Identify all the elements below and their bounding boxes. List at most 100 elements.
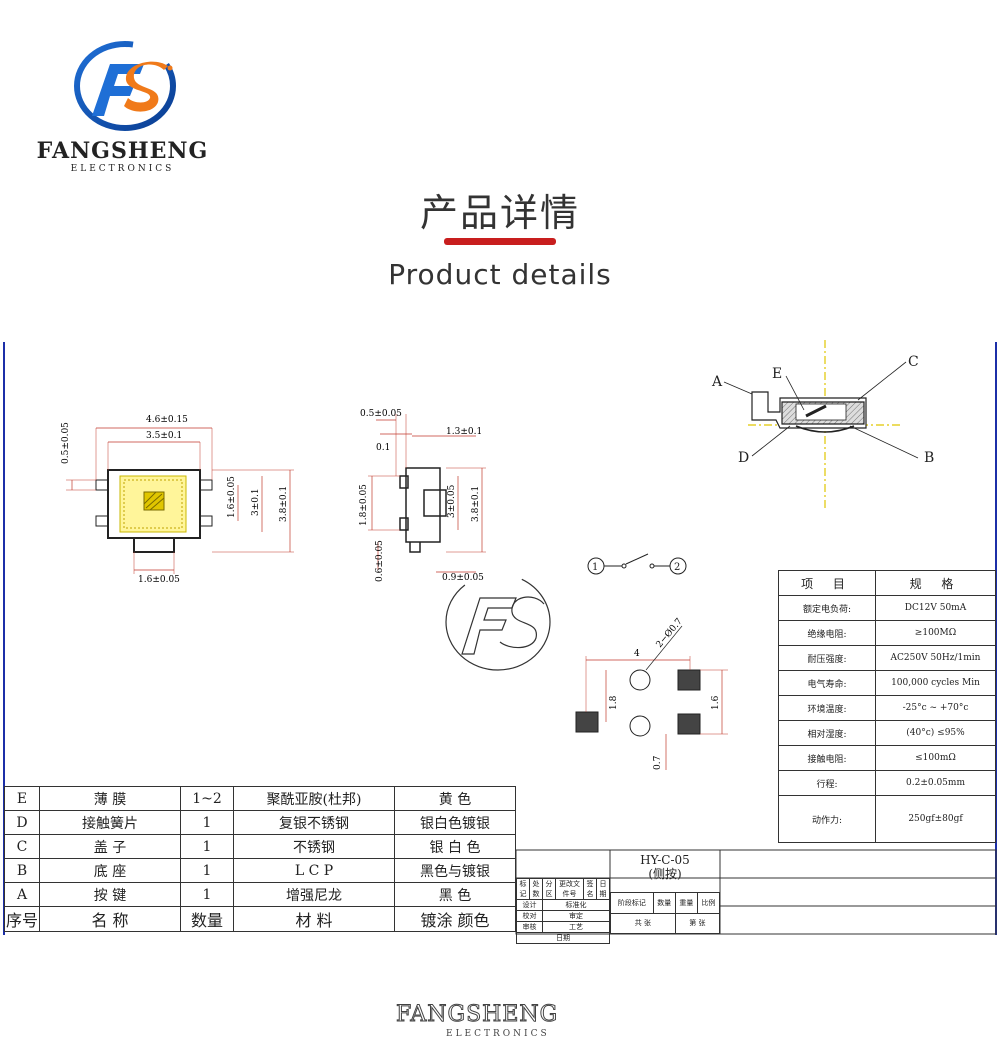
pcb-footprint-drawing <box>575 625 728 770</box>
bom-color: 银 白 色 <box>394 834 516 859</box>
bom-header-name: 名 称 <box>39 906 181 932</box>
spec-value: 250gf±80gf <box>875 795 996 843</box>
tb-cell: 标准化 <box>542 899 610 911</box>
spec-value: 100,000 cycles Min <box>875 670 996 696</box>
table-row: 相对湿度:(40°c) ≤95% <box>778 720 996 746</box>
bom-qty: 1 <box>180 882 234 907</box>
table-row: 额定电负荷:DC12V 50mA <box>778 595 996 621</box>
bom-name: 盖 子 <box>39 834 181 859</box>
bom-id: E <box>4 786 40 811</box>
brand-subtitle: ELECTRONICS <box>70 164 175 174</box>
table-row: 环境温度:-25°c ~ +70°c <box>778 695 996 721</box>
spec-value: ≤100mΩ <box>875 745 996 771</box>
spec-table: 项 目 规 格 额定电负荷:DC12V 50mA 绝缘电阻:≥100MΩ 耐压强… <box>778 570 996 843</box>
label-d: D <box>738 450 749 466</box>
dim-top-body-height: 3±0.1 <box>251 488 261 516</box>
dim-pcb-width: 4 <box>634 649 640 659</box>
side-view-drawing <box>368 414 486 573</box>
dim-top-pin-height: 0.5±0.05 <box>61 422 71 464</box>
technical-drawing-sheet: 4.6±0.15 3.5±0.1 0.5±0.05 1.6±0.05 3±0.1… <box>0 330 1000 1039</box>
bom-header-material: 材 料 <box>233 906 395 932</box>
title-block-stage-table: 阶段标记 数量 重量 比例 共 张第 张 <box>610 892 721 934</box>
title-block-sign-table: 标记处数分区更改文件号签名日期 设计标准化 校对审定 审核工艺 日期 <box>516 878 610 944</box>
bom-name: 按 键 <box>39 882 181 907</box>
spec-label: 行程: <box>778 770 876 796</box>
page-header: FANGSHENG ELECTRONICS 产品详情 Product detai… <box>0 0 1000 330</box>
spec-header-value: 规 格 <box>875 570 996 596</box>
bom-material: 增强尼龙 <box>233 882 395 907</box>
bom-material: 复银不锈钢 <box>233 810 395 835</box>
section-view-drawing <box>748 340 900 510</box>
bom-id: C <box>4 834 40 859</box>
part-number: HY-C-05 <box>640 853 690 867</box>
bom-color: 银白色镀银 <box>394 810 516 835</box>
tb-cell: 更改文件号 <box>555 878 584 900</box>
bom-name: 底 座 <box>39 858 181 883</box>
bom-header-qty: 数量 <box>180 906 234 932</box>
table-row: 绝缘电阻:≥100MΩ <box>778 620 996 646</box>
section-title-cn: 产品详情 <box>419 191 580 235</box>
bom-material: 不锈钢 <box>233 834 395 859</box>
tb-cell: 比例 <box>696 892 721 914</box>
table-row: 行程:0.2±0.05mm <box>778 770 996 796</box>
bom-id: B <box>4 858 40 883</box>
dim-side-depth: 1.3±0.1 <box>446 427 482 437</box>
dim-pcb-pad-span: 1.6 <box>711 695 721 710</box>
table-row: 动作力:250gf±80gf <box>778 795 996 843</box>
label-a: A <box>711 374 723 390</box>
tb-cell: 阶段标记 <box>610 892 654 914</box>
bom-qty: 1 <box>180 858 234 883</box>
tb-cell: 日期 <box>596 878 610 900</box>
dim-top-width-inner: 3.5±0.1 <box>146 431 182 441</box>
dim-side-top: 0.5±0.05 <box>360 409 402 419</box>
dim-side-body: 3±0.05 <box>447 484 457 518</box>
title-accent-bar <box>444 238 556 245</box>
dim-top-pin-gap: 1.6±0.05 <box>227 476 237 518</box>
dim-pcb-pad-gap: 1.8 <box>609 695 619 710</box>
spec-label: 电气寿命: <box>778 670 876 696</box>
bom-qty: 1~2 <box>180 786 234 811</box>
spec-value: AC250V 50Hz/1min <box>875 645 996 671</box>
fangsheng-logo-icon <box>74 41 176 131</box>
table-row: 耐压强度:AC250V 50Hz/1min <box>778 645 996 671</box>
bom-header-id: 序号 <box>4 906 40 932</box>
bom-qty: 1 <box>180 834 234 859</box>
watermark-logo-icon <box>445 573 551 671</box>
tb-cell: 处数 <box>529 878 543 900</box>
tb-cell: 数量 <box>652 892 676 914</box>
section-title-en: Product details <box>388 258 612 291</box>
spec-value: (40°c) ≤95% <box>875 720 996 746</box>
switch-circuit-symbol <box>587 553 687 575</box>
label-c: C <box>908 354 919 370</box>
bom-color: 黑色与镀银 <box>394 858 516 883</box>
dim-top-width-outer: 4.6±0.15 <box>146 415 188 425</box>
spec-label: 接触电阻: <box>778 745 876 771</box>
spec-label: 额定电负荷: <box>778 595 876 621</box>
spec-label: 绝缘电阻: <box>778 620 876 646</box>
dim-side-pin-span: 1.8±0.05 <box>359 484 369 526</box>
table-row: 接触电阻:≤100mΩ <box>778 745 996 771</box>
spec-label: 环境温度: <box>778 695 876 721</box>
spec-header-row: 项 目 规 格 <box>778 570 996 596</box>
bom-name: 薄 膜 <box>39 786 181 811</box>
tb-cell: 日期 <box>516 932 610 944</box>
brand-name: FANGSHENG <box>36 138 209 164</box>
spec-value: DC12V 50mA <box>875 595 996 621</box>
dim-side-foot: 0.9±0.05 <box>442 573 484 583</box>
spec-label: 动作力: <box>778 795 876 843</box>
bom-color: 黄 色 <box>394 786 516 811</box>
spec-label: 相对湿度: <box>778 720 876 746</box>
dim-pcb-offset: 0.7 <box>653 755 663 770</box>
tb-cell: 审定 <box>542 910 610 922</box>
tb-cell: 签名 <box>583 878 597 900</box>
bom-header-row: 序号名 称数量材 料镀涂 颜色 <box>4 906 516 932</box>
tb-cell: 工艺 <box>542 921 610 933</box>
circuit-node-2: 2 <box>674 562 680 573</box>
dim-top-total-height: 3.8±0.1 <box>279 486 289 522</box>
spec-label: 耐压强度: <box>778 645 876 671</box>
title-block-part: HY-C-05 (侧按) <box>612 853 718 881</box>
